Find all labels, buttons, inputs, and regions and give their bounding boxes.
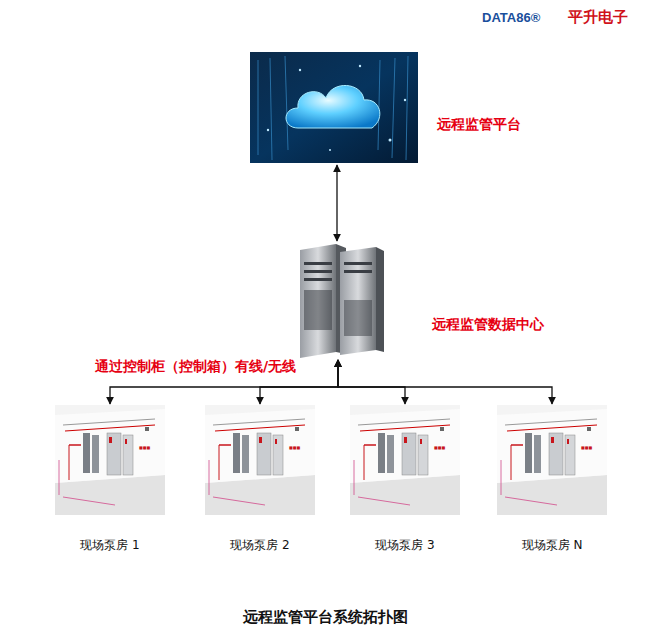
connector xyxy=(338,360,552,404)
node-label: 现场泵房 3 xyxy=(350,537,460,554)
brand-logo: DATA86® xyxy=(482,10,540,25)
node-label: 现场泵房 2 xyxy=(205,537,315,554)
node-label: 远程监管数据中心 xyxy=(432,316,544,334)
pump-room-node: 现场泵房 N xyxy=(497,405,607,515)
edge-label: 通过控制柜（控制箱）有线/无线 xyxy=(95,358,296,376)
brand-name: 平升电子 xyxy=(568,8,628,27)
caption: 远程监管平台系统拓扑图 xyxy=(0,608,650,627)
connector xyxy=(336,165,337,241)
pump-room-node: 现场泵房 2 xyxy=(205,405,315,515)
node-label: 现场泵房 1 xyxy=(55,537,165,554)
data-center-node: 远程监管数据中心 xyxy=(295,243,385,358)
platform-node: 远程监管平台 xyxy=(250,52,418,163)
node-label: 远程监管平台 xyxy=(437,116,521,134)
pump-room-node: 现场泵房 3 xyxy=(350,405,460,515)
pump-room-node: 现场泵房 1 xyxy=(55,405,165,515)
node-label: 现场泵房 N xyxy=(497,537,607,554)
connector xyxy=(338,360,405,404)
